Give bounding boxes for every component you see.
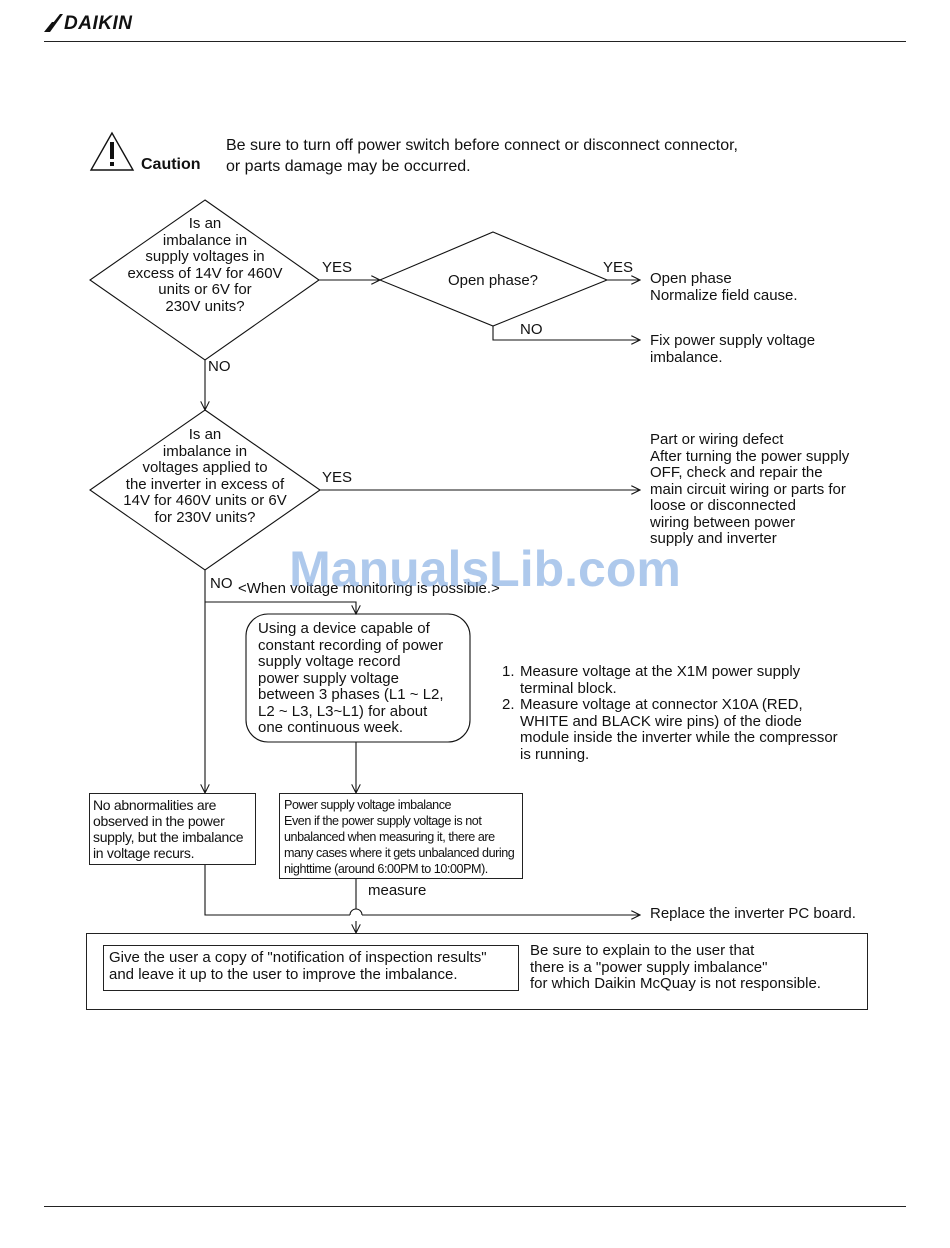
part-defect-line: main circuit wiring or parts for	[650, 480, 846, 498]
final-action-box	[86, 933, 868, 1010]
decision2-line: voltages applied to	[142, 459, 268, 476]
step-number: 1.	[502, 663, 515, 680]
watermark: ManualsLib.com	[289, 541, 681, 597]
result-open-phase: Open phase Normalize field cause.	[650, 270, 798, 304]
user-copy-line2: and leave it up to the user to improve t…	[109, 966, 458, 983]
step-line: terminal block.	[520, 679, 617, 697]
step-line: Measure voltage at the X1M power supply	[520, 663, 801, 680]
part-defect-line: loose or disconnected	[650, 497, 796, 514]
open-phase-question: Open phase?	[447, 272, 539, 289]
imbalance-line: many cases where it gets unbalanced duri…	[284, 846, 515, 860]
decision2-yes-label: YES	[322, 469, 353, 486]
footer-rule	[44, 1206, 906, 1207]
imbalance-line: Power supply voltage imbalance	[284, 798, 452, 812]
explain-line: there is a "power supply imbalance"	[530, 958, 768, 976]
imbalance-line: nighttime (around 6:00PM to 10:00PM).	[284, 862, 488, 876]
record-line: constant recording of power	[258, 636, 444, 654]
monitoring-note: <When voltage monitoring is possible.>	[238, 580, 500, 597]
step-number: 2.	[502, 696, 515, 713]
decision1-yes-label: YES	[322, 259, 353, 276]
record-line: L2 ~ L3, L3~L1) for about	[258, 702, 428, 720]
part-defect-line: supply and inverter	[650, 530, 777, 547]
decision2-line: Is an	[188, 426, 222, 443]
result-fix-imbalance-line1: Fix power supply voltage	[650, 332, 816, 349]
caution-triangle-icon	[89, 131, 135, 171]
no-abnormalities-text: No abnormalities are observed in the pow…	[93, 797, 244, 861]
user-copy-box: Give the user a copy of "notification of…	[103, 945, 519, 991]
record-line: Using a device capable of	[258, 620, 430, 637]
measure-step-2: 2. Measure voltage at connector X10A (RE…	[502, 696, 838, 763]
result-part-defect: Part or wiring defect After turning the …	[650, 431, 850, 548]
step-line: is running.	[520, 745, 590, 763]
decision1-line: imbalance in	[162, 231, 248, 249]
record-line: supply voltage record	[258, 653, 401, 670]
record-box-text: Using a device capable of constant recor…	[258, 620, 444, 737]
measure-step-1: 1. Measure voltage at the X1M power supp…	[502, 663, 801, 697]
brand-name: DAIKIN	[64, 13, 133, 34]
part-defect-line: OFF, check and repair the	[650, 464, 823, 481]
power-imbalance-text: Power supply voltage imbalance Even if t…	[284, 797, 515, 877]
caution-text-line2: or parts damage may be occurred.	[226, 158, 471, 175]
decision1-line: 230V units?	[165, 297, 245, 315]
decision1-line: units or 6V for	[158, 281, 252, 298]
result-open-phase-line1: Open phase	[650, 270, 732, 287]
daikin-logo-mark	[44, 14, 63, 32]
no-abnormal-line: No abnormalities are	[93, 797, 217, 813]
decision2-question: Is an imbalance in voltages applied to t…	[100, 426, 310, 526]
user-copy-line1: Give the user a copy of "notification of…	[109, 949, 487, 966]
part-defect-line: Part or wiring defect	[650, 431, 784, 448]
header-rule	[44, 41, 906, 42]
record-box-outline	[245, 613, 471, 743]
result-fix-imbalance-line2: imbalance.	[650, 348, 723, 366]
record-line: power supply voltage	[258, 669, 399, 687]
explain-text: Be sure to explain to the user that ther…	[530, 942, 821, 993]
decision2-line: the inverter in excess of	[125, 475, 285, 493]
no-abnormal-line: observed in the power	[93, 813, 225, 829]
open-phase-yes-label: YES	[603, 259, 634, 276]
record-line: between 3 phases (L1 ~ L2,	[258, 686, 444, 703]
no-abnormal-line: supply, but the imbalance	[93, 829, 244, 845]
step-line: module inside the inverter while the com…	[520, 729, 838, 746]
replace-board-result: Replace the inverter PC board.	[650, 905, 856, 922]
part-defect-line: After turning the power supply	[650, 447, 850, 465]
decision2-no-label: NO	[210, 575, 233, 592]
decision1-line: excess of 14V for 460V	[127, 264, 283, 282]
decision2-line: imbalance in	[162, 442, 248, 460]
caution-label: Caution	[141, 156, 201, 173]
decision1-no-label: NO	[208, 358, 231, 375]
decision2-line: 14V for 460V units or 6V	[123, 492, 287, 509]
power-imbalance-box: Power supply voltage imbalance Even if t…	[279, 793, 523, 879]
step-line: Measure voltage at connector X10A (RED,	[520, 696, 803, 713]
result-fix-imbalance: Fix power supply voltage imbalance.	[650, 332, 816, 366]
no-abnormal-line: in voltage recurs.	[93, 845, 195, 861]
open-phase-no-label: NO	[520, 321, 543, 338]
decision1-line: supply voltages in	[145, 248, 265, 265]
decision1-question: Is an imbalance in supply voltages in ex…	[105, 215, 305, 315]
step-line: WHITE and BLACK wire pins) of the diode	[520, 712, 802, 730]
part-defect-line: wiring between power	[650, 513, 796, 531]
decision1-line: Is an	[188, 215, 222, 232]
imbalance-line: unbalanced when measuring it, there are	[284, 830, 495, 844]
result-open-phase-line2: Normalize field cause.	[650, 286, 798, 304]
decision2-line: for 230V units?	[154, 508, 256, 526]
imbalance-line: Even if the power supply voltage is not	[284, 814, 482, 828]
explain-line: Be sure to explain to the user that	[530, 942, 755, 959]
no-abnormalities-box: No abnormalities are observed in the pow…	[89, 793, 256, 865]
caution-text-line1: Be sure to turn off power switch before …	[226, 137, 738, 154]
record-line: one continuous week.	[258, 719, 404, 736]
measure-label: measure	[368, 882, 427, 899]
explain-line: for which Daikin McQuay is not responsib…	[530, 975, 821, 992]
